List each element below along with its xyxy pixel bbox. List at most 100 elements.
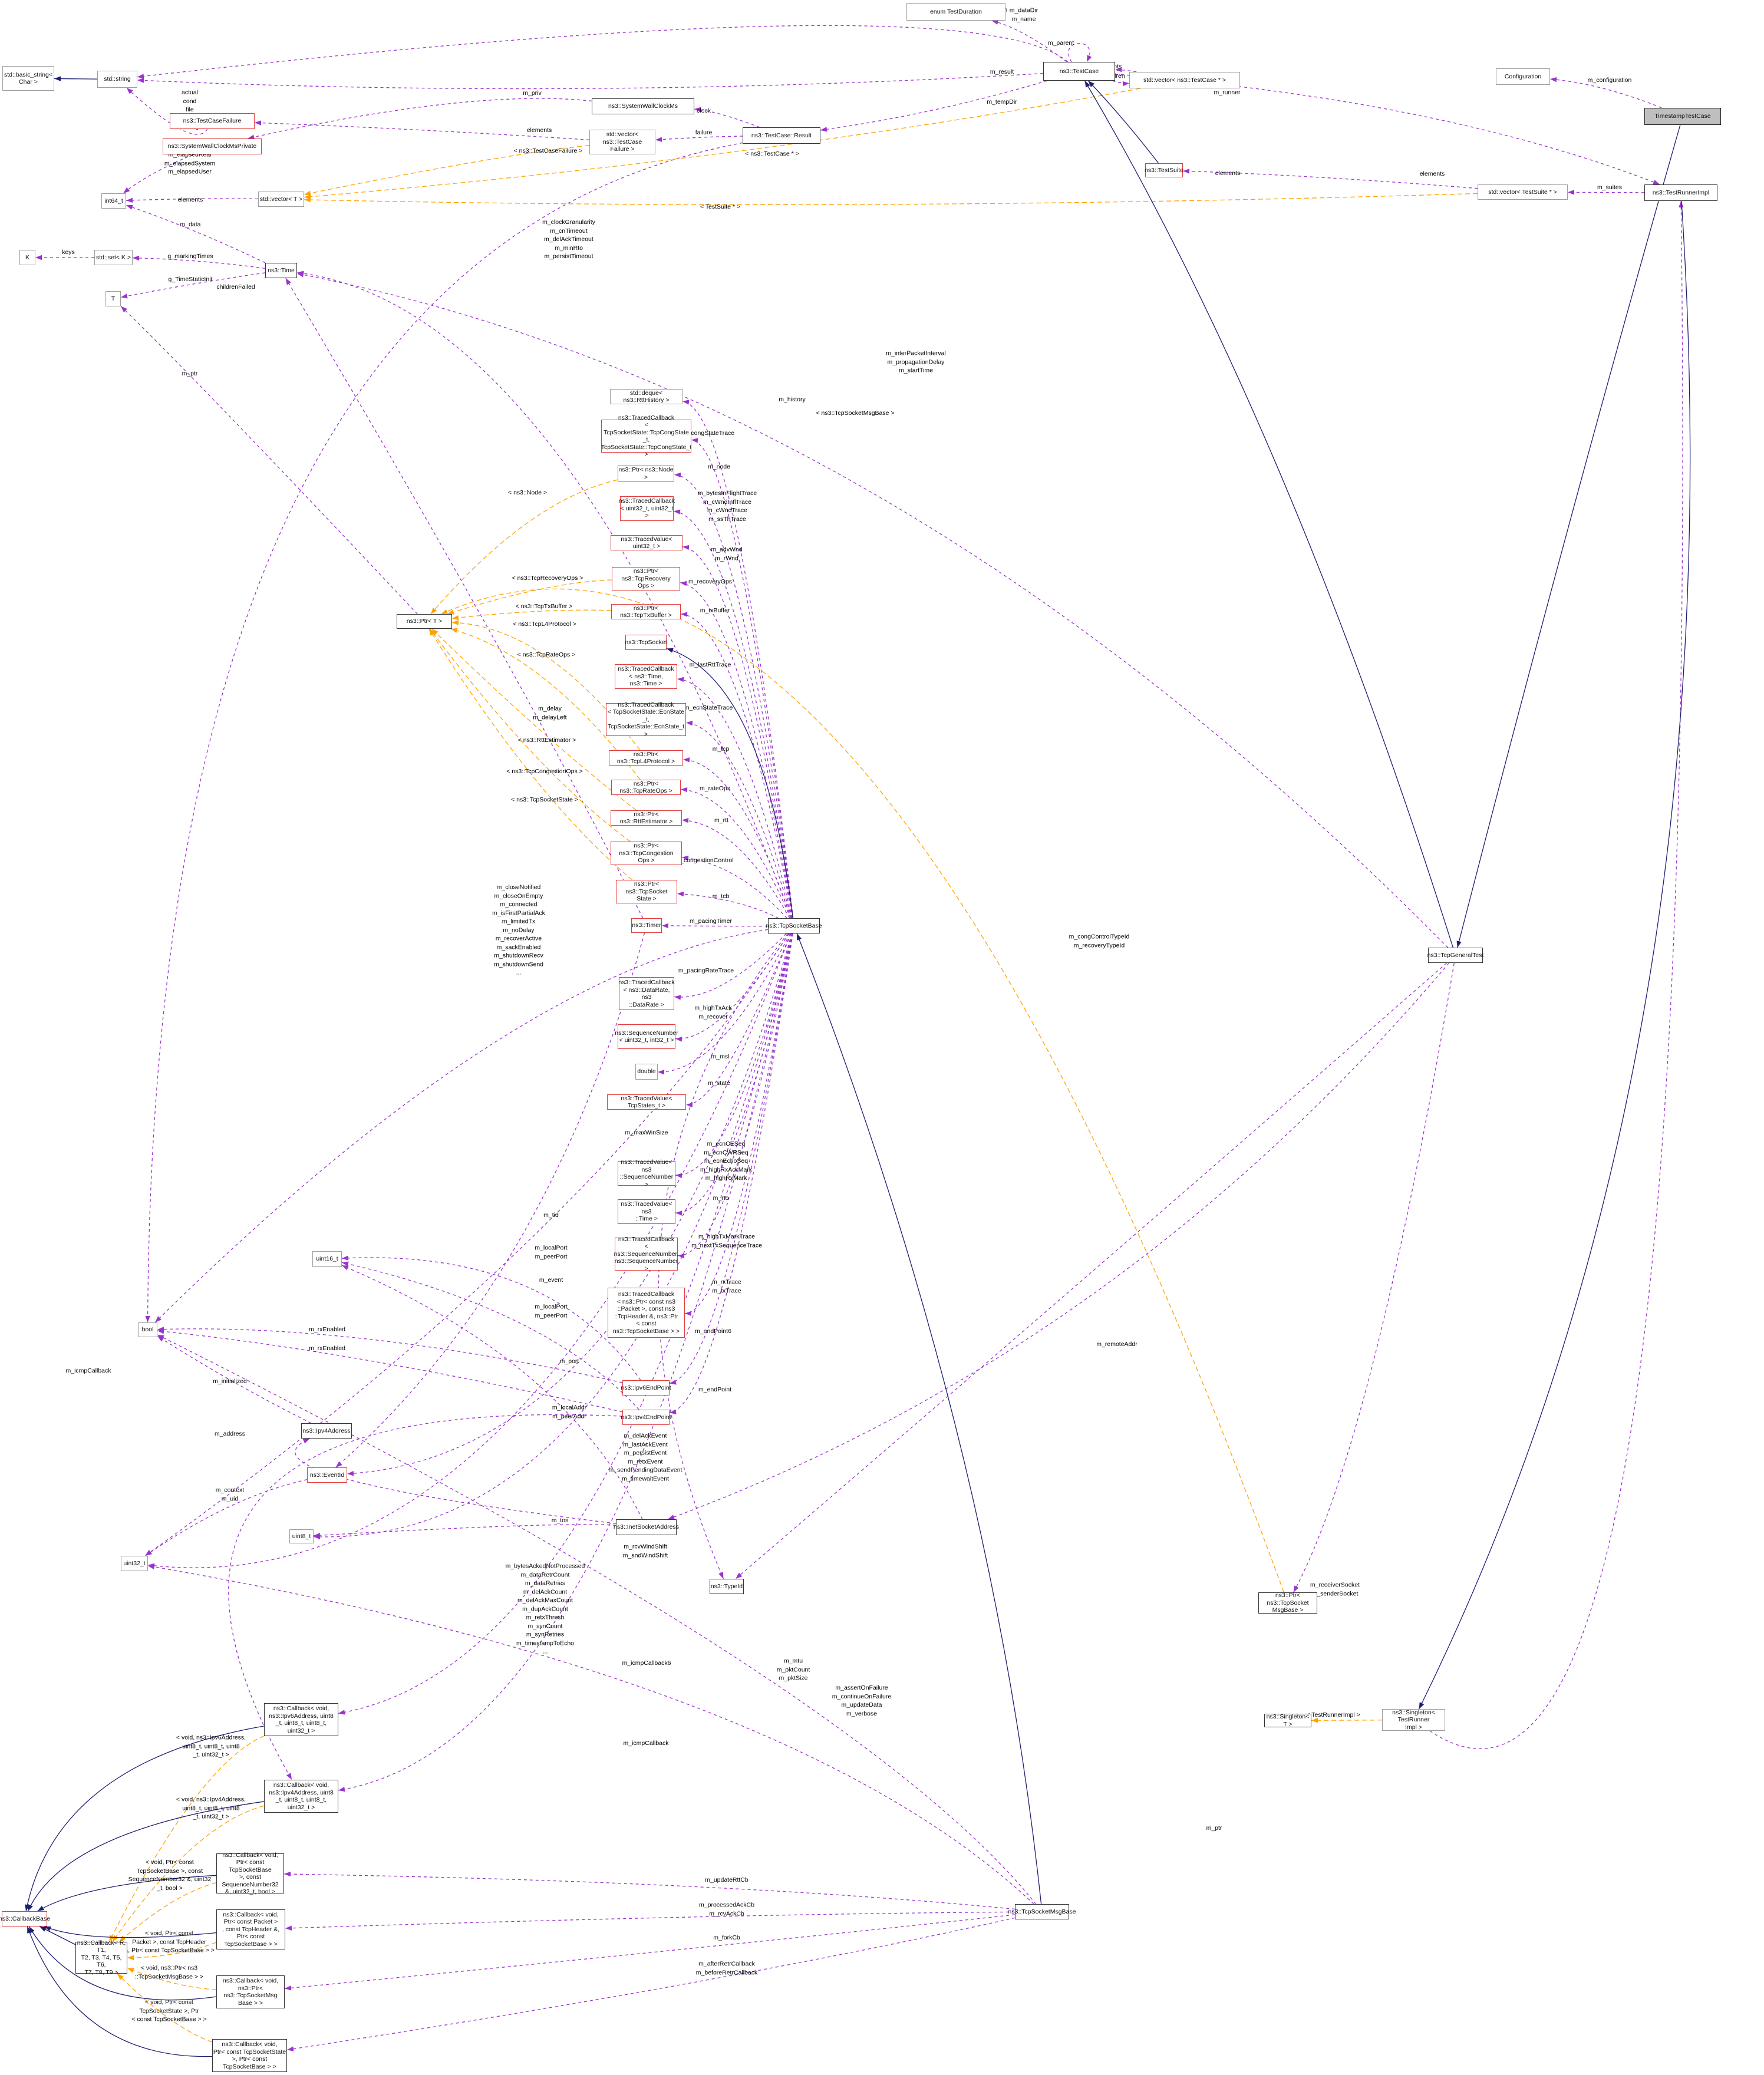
node-systemwallclockms[interactable]: ns3::SystemWallClockMs [592, 98, 694, 114]
arrowhead [441, 609, 449, 614]
node-tv-uint32[interactable]: ns3::TracedValue< uint32_t > [611, 535, 682, 550]
node-cb-state[interactable]: ns3::Callback< void, Ptr< const TcpSocke… [212, 2039, 287, 2072]
node-tcpsocketmsgbase[interactable]: ns3::TcpSocketMsgBase [1008, 1904, 1076, 1919]
edge-tcpsocketbase-cb-ipv6-78 [338, 933, 793, 1714]
node-ptr-tcpsocketmsgbase[interactable]: ns3::Ptr< ns3::TcpSocket MsgBase > [1258, 1592, 1317, 1614]
node-ptr-tcpcongops[interactable]: ns3::Ptr< ns3::TcpCongestion Ops > [611, 842, 682, 865]
node-configuration[interactable]: Configuration [1496, 68, 1550, 85]
arrowhead [248, 134, 255, 140]
arrowhead [1115, 67, 1122, 72]
node-ptr-tcprateops[interactable]: ns3::Ptr< ns3::TcpRateOps > [611, 780, 681, 795]
node-tv-time[interactable]: ns3::TracedValue< ns3 ::Time > [618, 1199, 675, 1224]
node-testcasefailure[interactable]: ns3::TestCaseFailure [170, 113, 255, 129]
arrowhead [109, 1935, 115, 1942]
arrowhead [304, 197, 311, 203]
node-ipv6endpoint[interactable]: ns3::Ipv6EndPoint [621, 1380, 671, 1396]
edge-tcpsocketbase-uint8t-51 [313, 933, 793, 1538]
node-ptr-t[interactable]: ns3::Ptr< T > [397, 614, 452, 629]
node-cb-ipv4[interactable]: ns3::Callback< void, ns3::Ipv4Address, u… [264, 1780, 338, 1813]
node-ptr-tcptxbuffer[interactable]: ns3::Ptr< ns3::TcpTxBuffer > [611, 604, 681, 619]
node-time[interactable]: ns3::Time [265, 263, 297, 278]
node-int64t[interactable]: int64_t [101, 193, 126, 209]
arrowhead [286, 1773, 292, 1780]
node-vector-testsuite[interactable]: std::vector< TestSuite * > [1478, 184, 1568, 200]
node-ptr-tcpsockstate[interactable]: ns3::Ptr< ns3::TcpSocket State > [616, 880, 677, 903]
node-ptr-node[interactable]: ns3::Ptr< ns3::Node > [618, 466, 674, 481]
node-timer[interactable]: ns3::Timer [631, 918, 662, 933]
arrowhead [342, 1255, 349, 1261]
arrowhead [718, 1572, 724, 1579]
edge-testcase-testcase-result-6 [820, 80, 1047, 131]
node-timestamptestcase[interactable]: TimestampTestCase [1644, 108, 1721, 125]
node-cb-seq[interactable]: ns3::Callback< void, Ptr< const TcpSocke… [216, 1852, 284, 1895]
node-testcase[interactable]: ns3::TestCase [1043, 62, 1115, 81]
node-k[interactable]: K [19, 250, 35, 265]
node-bool[interactable]: bool [138, 1322, 157, 1337]
node-vector-testcase[interactable]: std::vector< ns3::TestCase * > [1129, 72, 1240, 88]
arrowhead [39, 1926, 47, 1932]
node-tc-time[interactable]: ns3::TracedCallback < ns3::Time, ns3::Ti… [615, 664, 677, 689]
node-double[interactable]: double [635, 1064, 658, 1080]
edge-ptr-tcpsockstate-ptr-t-98 [428, 628, 633, 880]
node-tc-seqseq[interactable]: ns3::TracedCallback < ns3::SequenceNumbe… [614, 1235, 679, 1272]
node-tcpsocketbase[interactable]: ns3::TcpSocketBase [766, 918, 822, 933]
edge-ptr-tcpcongops-ptr-t-97 [429, 628, 631, 842]
node-set-k[interactable]: std::set< K > [94, 250, 133, 265]
edge-ptr-tcptxbuffer-ptr-t-93 [451, 609, 612, 619]
node-callbackbase[interactable]: ns3::CallbackBase [0, 1911, 50, 1926]
node-tc-packet[interactable]: ns3::TracedCallback < ns3::Ptr< const ns… [608, 1288, 685, 1338]
node-tc-uint32[interactable]: ns3::TracedCallback < uint32_t, uint32_t… [619, 496, 675, 521]
edge-tcpsocketbase-eventid-50 [347, 933, 792, 1474]
node-tcpgeneraltest[interactable]: ns3::TcpGeneralTest [1427, 948, 1483, 963]
node-seqnum[interactable]: ns3::SequenceNumber < uint32_t, int32_t … [615, 1024, 678, 1049]
node-testrunnerimpl[interactable]: ns3::TestRunnerImpl [1644, 184, 1717, 201]
node-enum-testduration[interactable]: enum TestDuration [906, 3, 1005, 21]
node-ipv4address[interactable]: ns3::Ipv4Address [301, 1423, 352, 1439]
edge-tcpsocketmsgbase-cb-packet-73 [285, 1911, 1015, 1929]
arrowhead [54, 76, 61, 81]
node-vector-t[interactable]: std::vector< T > [258, 192, 304, 207]
node-t[interactable]: T [105, 291, 121, 306]
node-singleton-t[interactable]: ns3::Singleton< T > [1264, 1713, 1311, 1728]
node-tcpsocket[interactable]: ns3::TcpSocket [625, 635, 667, 650]
arrowhead [127, 1968, 134, 1973]
arrowhead [44, 1926, 51, 1931]
arrowhead [1088, 81, 1094, 87]
edge-cb-ipv4-cb-generic-86 [112, 1805, 265, 1942]
node-cb-fork[interactable]: ns3::Callback< void, ns3::Ptr< ns3::TcpS… [216, 1975, 285, 2008]
node-uint8t[interactable]: uint8_t [289, 1529, 314, 1543]
arrowhead [681, 612, 688, 617]
node-uint32t[interactable]: uint32_t [121, 1556, 148, 1571]
edge-tcpsocketbase-ptr-tcpl4-34 [682, 759, 792, 919]
node-basicstring[interactable]: std::basic_string< Char > [2, 66, 54, 91]
node-typeid[interactable]: ns3::TypeId [710, 1579, 744, 1594]
node-ipv4endpoint[interactable]: ns3::Ipv4EndPoint [621, 1410, 671, 1425]
node-cb-ipv6[interactable]: ns3::Callback< void, ns3::Ipv6Address, u… [264, 1703, 338, 1736]
node-tv-seqnum[interactable]: ns3::TracedValue< ns3 ::SequenceNumber > [618, 1159, 675, 1188]
node-inetsocketaddress[interactable]: ns3::InetSocketAddress [614, 1519, 679, 1535]
node-ptr-tcpl4[interactable]: ns3::Ptr< ns3::TcpL4Protocol > [609, 750, 683, 766]
node-testcase-result[interactable]: ns3::TestCase::Result [743, 127, 820, 144]
node-tv-tcpstates[interactable]: ns3::TracedValue< TcpStates_t > [607, 1094, 686, 1110]
node-vector-testcasefailure[interactable]: std::vector< ns3::TestCase Failure > [589, 130, 655, 154]
node-systemwallclockmsprivate[interactable]: ns3::SystemWallClockMsPrivate [163, 138, 262, 154]
node-cb-generic[interactable]: ns3::Callback< R, T1, T2, T3, T4, T5, T6… [75, 1939, 127, 1976]
edge-tcpsocketbase-tv-tcpstates-43 [685, 933, 792, 1106]
node-testsuite[interactable]: ns3::TestSuite [1145, 163, 1183, 177]
arrowhead [297, 272, 304, 278]
node-uint16t[interactable]: uint16_t [312, 1251, 342, 1267]
node-ptr-rtt[interactable]: ns3::Ptr< ns3::RttEstimator > [611, 810, 682, 826]
node-stdstring[interactable]: std::string [97, 71, 137, 88]
node-ptr-tcprecoveryops[interactable]: ns3::Ptr< ns3::TcpRecovery Ops > [612, 567, 680, 590]
arrowhead [119, 1935, 126, 1942]
node-tc-ecnstate[interactable]: ns3::TracedCallback < TcpSocketState::Ec… [606, 701, 686, 738]
node-tc-datarate[interactable]: ns3::TracedCallback < ns3::DataRate, ns3… [618, 977, 675, 1010]
edge-tcpsocketbase-ptr-tcprateops-35 [680, 789, 792, 919]
arrowhead [682, 400, 690, 405]
node-singleton-tri[interactable]: ns3::Singleton< TestRunner Impl > [1382, 1709, 1445, 1731]
node-eventid[interactable]: ns3::EventId [307, 1467, 347, 1483]
edge-testcase-result-systemwallclockms-14 [694, 108, 760, 128]
node-deque-rtthistory[interactable]: std::deque< ns3::RttHistory > [610, 389, 682, 404]
node-tc-congstate[interactable]: ns3::TracedCallback < TcpSocketState::Tc… [601, 414, 692, 458]
node-cb-packet[interactable]: ns3::Callback< void, Ptr< const Packet >… [216, 1909, 285, 1949]
